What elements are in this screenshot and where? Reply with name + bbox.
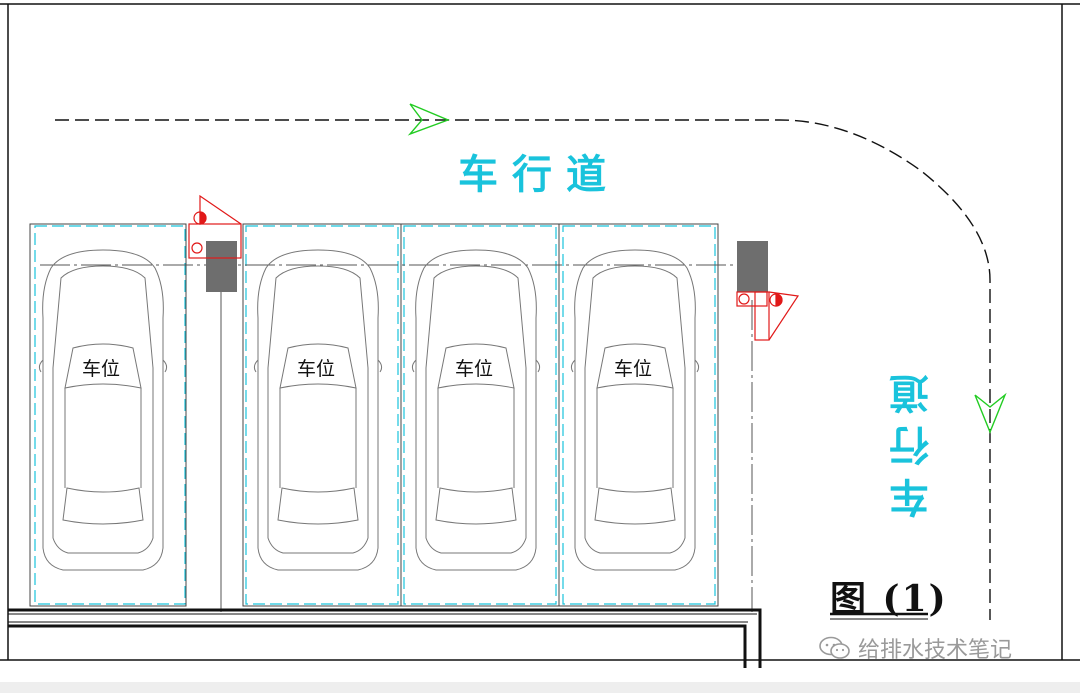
bottom-wall (8, 608, 762, 668)
car-2 (253, 249, 383, 571)
wechat-icon (819, 636, 850, 659)
driveway-centerline (55, 119, 991, 620)
spot-label-1: 车位 (82, 358, 121, 380)
car-1 (38, 249, 168, 571)
spot-outline-1 (34, 225, 186, 605)
bay-1 (29, 223, 187, 607)
spot-label-2: 车位 (297, 358, 336, 380)
sprinkler-left-icon (188, 194, 242, 259)
driveway-label-top: 车行道 (458, 152, 620, 198)
watermark: 给排水技术笔记 (818, 632, 1012, 664)
spot-label-3: 车位 (455, 358, 494, 380)
arrow-right-icon (407, 103, 450, 136)
figure-title: 图 (1) (830, 578, 948, 620)
bay-borders (29, 223, 719, 607)
parking-spot-outlines (34, 225, 716, 605)
arrow-down-icon (974, 392, 1007, 434)
driveway-label-right: 车行道 (890, 362, 936, 518)
spot-outline-3 (403, 225, 557, 605)
spot-outline-2 (245, 225, 399, 605)
spot-label-4: 车位 (614, 358, 653, 380)
column-right (737, 241, 768, 292)
bottom-strip (0, 682, 1080, 693)
column-left (206, 241, 237, 292)
watermark-text: 给排水技术笔记 (858, 638, 1013, 663)
bay-group (242, 223, 719, 607)
car-3 (411, 249, 541, 571)
car-4 (570, 249, 700, 571)
sprinkler-right-icon (736, 291, 800, 341)
spot-outline-4 (562, 225, 716, 605)
